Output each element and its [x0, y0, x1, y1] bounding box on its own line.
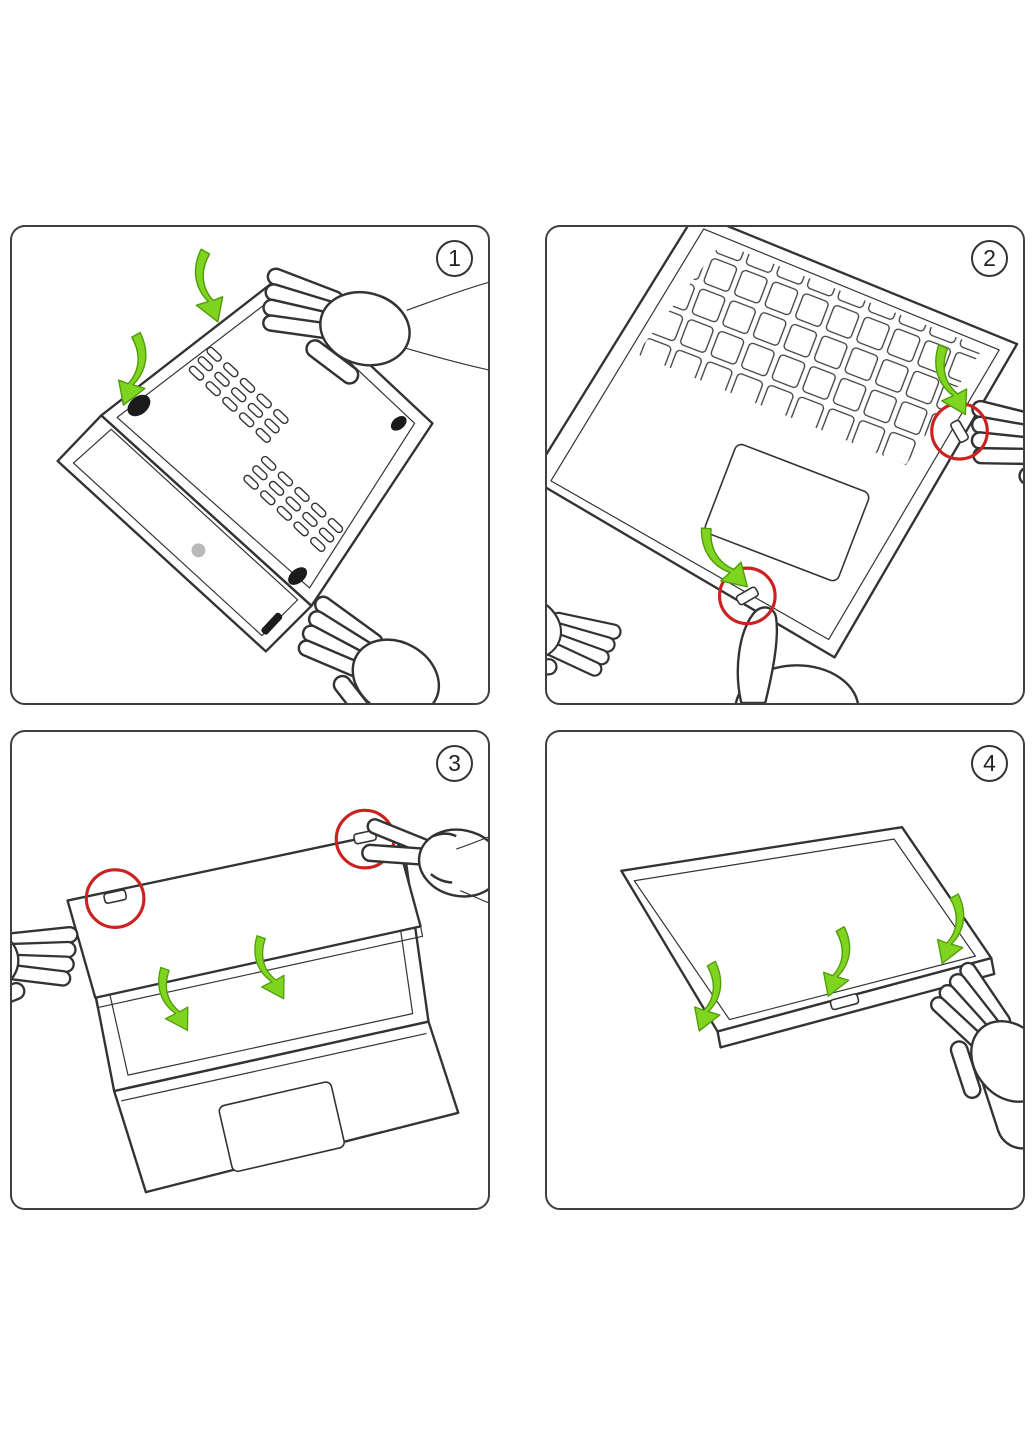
- thumb: [736, 606, 779, 703]
- step-number-badge: 4: [971, 745, 1008, 782]
- trackpad: [218, 1081, 345, 1173]
- green-arrow-icon: [194, 248, 224, 323]
- clip-tab: [103, 889, 128, 904]
- step-number: 4: [983, 750, 996, 776]
- red-circle-indicator: [84, 868, 146, 929]
- steps-grid: 1: [10, 225, 1025, 1210]
- step-number: 1: [448, 245, 461, 271]
- clip-tab: [735, 586, 759, 606]
- logo-dot: [191, 543, 206, 558]
- hand: [12, 925, 80, 1019]
- latch-notch: [829, 993, 860, 1011]
- step-number: 3: [448, 750, 461, 776]
- keyboard-keys: [636, 242, 984, 465]
- illustration-step-2: [547, 227, 1023, 703]
- step-panel-3: 3: [10, 730, 490, 1210]
- rubber-foot: [288, 567, 308, 585]
- trackpad: [704, 443, 870, 582]
- step-number-badge: 3: [436, 745, 473, 782]
- step-panel-2: 2: [545, 225, 1025, 705]
- rubber-foot: [390, 416, 407, 431]
- illustration-step-4: [620, 826, 1023, 1150]
- step-number-badge: 2: [971, 240, 1008, 277]
- forearm: [404, 281, 488, 371]
- rubber-foot: [127, 394, 151, 417]
- hinge: [261, 612, 283, 635]
- step-panel-1: 1: [10, 225, 490, 705]
- hand: [547, 583, 625, 703]
- clip-tab: [950, 419, 969, 443]
- red-circle-indicator: [717, 566, 777, 626]
- step-number: 2: [983, 245, 996, 271]
- illustration-step-1: [56, 248, 488, 703]
- step-number-badge: 1: [436, 240, 473, 277]
- illustration-step-3: [12, 808, 488, 1194]
- step-panel-4: 4: [545, 730, 1025, 1210]
- forearm: [456, 836, 488, 904]
